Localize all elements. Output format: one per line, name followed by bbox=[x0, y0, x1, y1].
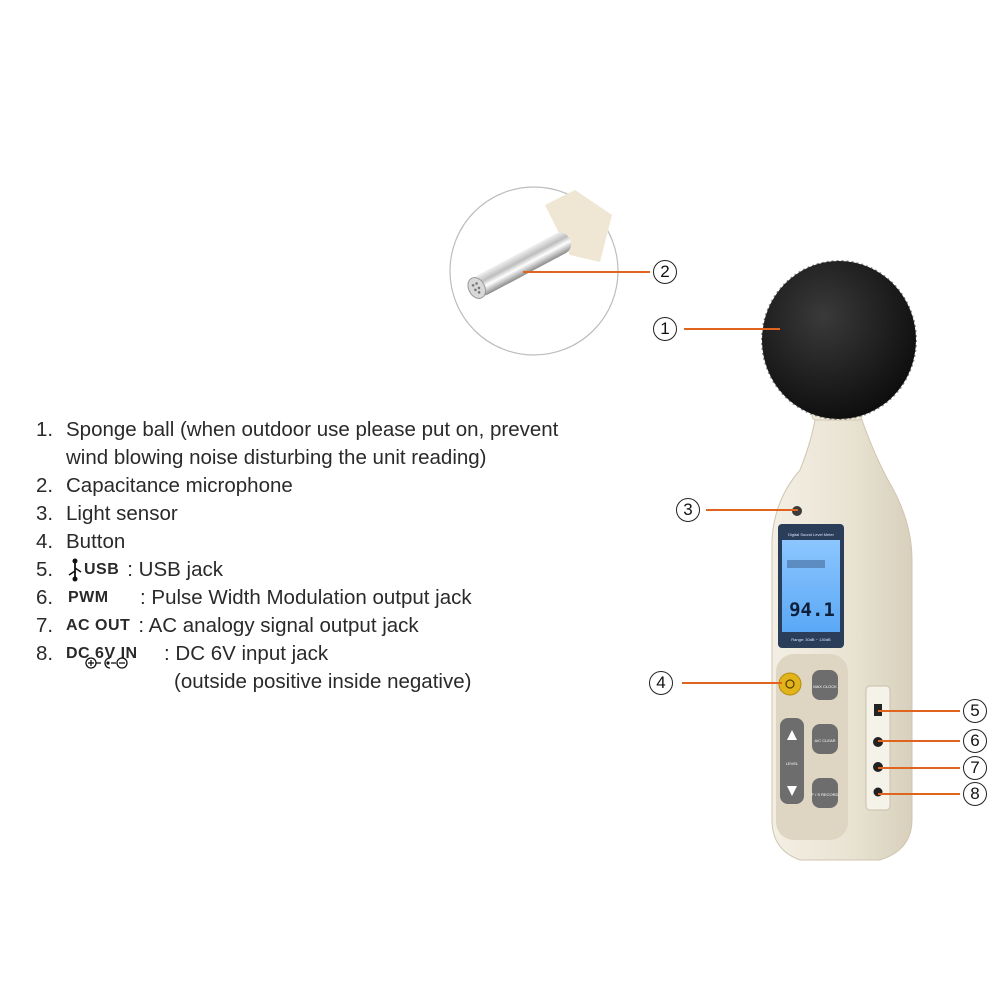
callout-number-8: 8 bbox=[963, 782, 987, 806]
power-button[interactable] bbox=[778, 672, 802, 696]
callout-number-7: 7 bbox=[963, 756, 987, 780]
legend-item-number: 8. bbox=[36, 642, 54, 665]
fs-record-label: F / S RECORD bbox=[812, 792, 839, 797]
callout-number-3: 3 bbox=[676, 498, 700, 522]
legend-item-number: 5. bbox=[36, 558, 54, 581]
legend-item-text: : Pulse Width Modulation output jack bbox=[140, 586, 472, 609]
usb-icon bbox=[68, 558, 82, 582]
legend-item-text: Light sensor bbox=[66, 502, 178, 525]
legend-item-7: 7. AC OUT : AC analogy signal output jac… bbox=[36, 612, 558, 640]
callout-number-4: 4 bbox=[649, 671, 673, 695]
callout-number-1: 1 bbox=[653, 317, 677, 341]
legend-item-5: 5. USB : USB jack bbox=[36, 556, 558, 584]
sponge-ball bbox=[761, 260, 917, 420]
callout-line-4 bbox=[682, 682, 782, 684]
legend-item-6: 6. PWM : Pulse Width Modulation output j… bbox=[36, 584, 558, 612]
button-panel: MAX CLOCK LEVEL A/C CLEAR F / S RECORD bbox=[776, 654, 848, 840]
pwm-jack bbox=[873, 737, 883, 747]
legend-item-number: 7. bbox=[36, 614, 54, 637]
callout-line-1 bbox=[684, 328, 780, 330]
ac-clear-button[interactable] bbox=[812, 724, 838, 754]
legend-item-text: Button bbox=[66, 530, 126, 553]
ac-clear-label: A/C CLEAR bbox=[814, 738, 835, 743]
legend-item-8-continued: (outside positive inside negative) bbox=[36, 668, 558, 696]
legend-item-1-continued: wind blowing noise disturbing the unit r… bbox=[36, 444, 558, 472]
dc-in-symbol-group: DC 6V IN bbox=[66, 640, 156, 669]
callout-line-2 bbox=[523, 271, 650, 273]
up-arrow-icon bbox=[787, 730, 797, 740]
polarity-icon bbox=[85, 657, 128, 669]
callout-line-6 bbox=[878, 740, 960, 742]
legend-item-3: 3. Light sensor bbox=[36, 500, 558, 528]
legend-item-4: 4. Button bbox=[36, 528, 558, 556]
lcd-range: Range: 30dB ~ 130dB bbox=[791, 637, 831, 642]
lcd-display: Digital Sound Level Meter 94.1 Range: 30… bbox=[778, 524, 844, 648]
legend-item-1: 1. Sponge ball (when outdoor use please … bbox=[36, 416, 558, 444]
legend-item-text: : AC analogy signal output jack bbox=[138, 614, 419, 637]
legend-item-text: : DC 6V input jack bbox=[164, 642, 329, 665]
ac-out-tag: AC OUT bbox=[66, 617, 131, 634]
level-button[interactable] bbox=[780, 718, 804, 804]
callout-line-7 bbox=[878, 767, 960, 769]
legend-item-2: 2. Capacitance microphone bbox=[36, 472, 558, 500]
light-sensor bbox=[792, 506, 802, 516]
legend-item-text: wind blowing noise disturbing the unit r… bbox=[66, 446, 487, 469]
legend-item-text: Capacitance microphone bbox=[66, 474, 293, 497]
lcd-reading: 94.1 bbox=[789, 599, 835, 621]
legend-item-number: 2. bbox=[36, 474, 54, 497]
level-label: LEVEL bbox=[786, 761, 799, 766]
usb-symbol-group: USB bbox=[66, 556, 119, 584]
callout-number-2: 2 bbox=[653, 260, 677, 284]
callout-number-6: 6 bbox=[963, 729, 987, 753]
callout-line-8 bbox=[878, 793, 960, 795]
callout-line-5 bbox=[878, 710, 960, 712]
lcd-title: Digital Sound Level Meter bbox=[788, 532, 834, 537]
callout-number-5: 5 bbox=[963, 699, 987, 723]
legend-item-8: 8. DC 6V IN : DC 6V input jack bbox=[36, 640, 558, 669]
legend-item-number: 4. bbox=[36, 530, 54, 553]
max-clock-button[interactable] bbox=[812, 670, 838, 700]
usb-tag: USB bbox=[84, 561, 120, 578]
legend-item-text: Sponge ball (when outdoor use please put… bbox=[66, 418, 559, 441]
legend-item-number: 6. bbox=[36, 586, 54, 609]
legend-item-number: 3. bbox=[36, 502, 54, 525]
callout-line-3 bbox=[706, 509, 798, 511]
down-arrow-icon bbox=[787, 786, 797, 796]
dc-in-jack bbox=[873, 787, 883, 797]
fs-record-button[interactable] bbox=[812, 778, 838, 808]
legend-item-text: : USB jack bbox=[127, 558, 223, 581]
legend-item-text: (outside positive inside negative) bbox=[174, 670, 472, 693]
parts-legend: 1. Sponge ball (when outdoor use please … bbox=[36, 416, 558, 696]
pwm-tag: PWM bbox=[68, 589, 109, 606]
dc-in-tag: DC 6V IN bbox=[66, 645, 138, 662]
legend-item-number: 1. bbox=[36, 418, 54, 441]
max-clock-label: MAX CLOCK bbox=[813, 684, 837, 689]
